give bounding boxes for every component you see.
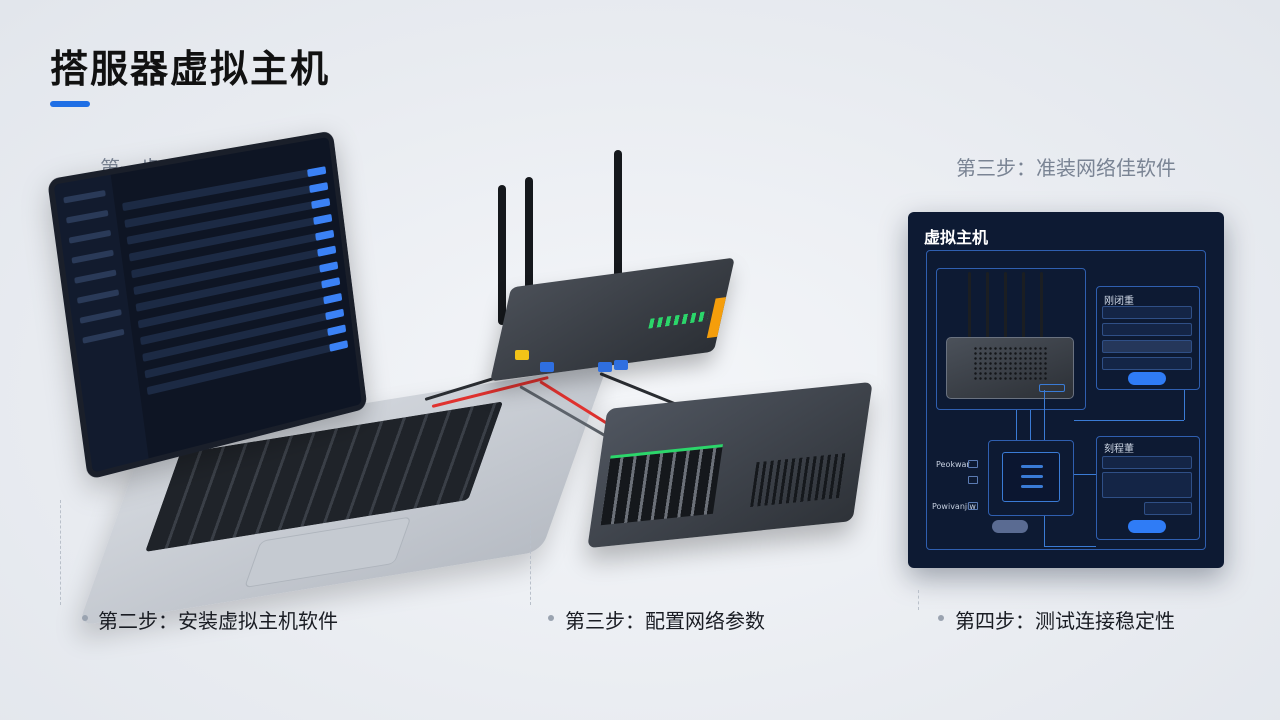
- small-port-box: [968, 476, 978, 484]
- leader-dot: [548, 615, 554, 621]
- config-field[interactable]: [1102, 340, 1192, 353]
- switch-vents: [750, 452, 849, 508]
- laptop-screen-table: [122, 166, 349, 404]
- diagram-connector: [1074, 420, 1184, 421]
- leader-line: [918, 590, 919, 610]
- diagram-connector: [1074, 474, 1096, 475]
- leader-dot: [82, 615, 88, 621]
- config-field[interactable]: [1102, 323, 1192, 336]
- blue-plug: [540, 362, 554, 372]
- diagram-router: [946, 337, 1074, 399]
- mini-antenna: [1022, 272, 1025, 338]
- config-submit-button[interactable]: [1128, 372, 1166, 385]
- router-mesh: [973, 346, 1049, 382]
- mini-antenna: [986, 272, 989, 338]
- router-antenna: [525, 177, 533, 307]
- step-2-label: 第二步：安装虚拟主机软件: [98, 609, 338, 633]
- leader-dot: [938, 615, 944, 621]
- config-box-bottom: [1096, 436, 1200, 540]
- router-antenna: [614, 150, 622, 285]
- router-tag: [1039, 384, 1065, 392]
- switch-ports: [600, 444, 723, 526]
- cable-black-2: [599, 372, 680, 407]
- diagram-connector: [1044, 546, 1096, 547]
- config-box-bottom-label: 刻程董: [1104, 444, 1134, 455]
- diagram-outer-frame: [926, 250, 1206, 550]
- mini-antenna: [1004, 272, 1007, 338]
- diagram-server-chip: [1002, 452, 1060, 502]
- config-field[interactable]: [1102, 306, 1192, 319]
- leader-line: [530, 520, 531, 605]
- small-port-box: [968, 502, 978, 510]
- title-accent-bar: [50, 101, 90, 107]
- step-3-config-label: 第三步：配置网络参数: [565, 609, 765, 633]
- config-box-top-label: 刚闭重: [1104, 296, 1134, 307]
- virtual-host-diagram-panel: 虚拟主机 刚闭重 Peokwar Powivanjiw 刻程董: [908, 212, 1224, 568]
- config-box-top: [1096, 286, 1200, 390]
- diagram-server-frame: [988, 440, 1074, 516]
- step-3-install-label: 第三步：准装网络佳软件: [956, 156, 1176, 180]
- diagram-router-frame: [936, 268, 1086, 410]
- mini-antenna: [1040, 272, 1043, 338]
- diagram-connector: [1030, 410, 1031, 440]
- step-4-label: 第四步：测试连接稳定性: [955, 609, 1175, 633]
- network-switch-illustration: [587, 381, 873, 549]
- leader-line: [60, 500, 61, 605]
- config-field[interactable]: [1144, 502, 1192, 515]
- blue-plug: [614, 360, 628, 370]
- diagram-left-label: Powivanjiw: [932, 502, 976, 511]
- config-field[interactable]: [1102, 357, 1192, 370]
- page-title: 搭服器虚拟主机: [50, 47, 331, 91]
- mini-antenna: [968, 272, 971, 338]
- config-textarea[interactable]: [1102, 472, 1192, 498]
- config-apply-button[interactable]: [1128, 520, 1166, 533]
- diagram-connector: [1184, 390, 1185, 420]
- small-port-box: [968, 460, 978, 468]
- diagram-title: 虚拟主机: [924, 228, 989, 247]
- router-antenna: [498, 185, 506, 325]
- router-status-leds: [648, 310, 709, 329]
- config-field[interactable]: [1102, 456, 1192, 469]
- diagram-left-button[interactable]: [992, 520, 1028, 533]
- blue-plug: [598, 362, 612, 372]
- diagram-connector: [1044, 516, 1045, 546]
- diagram-connector: [1016, 410, 1017, 440]
- diagram-connector: [1044, 390, 1045, 440]
- yellow-plug: [515, 350, 529, 360]
- router-orange-strip: [706, 297, 727, 339]
- diagram-left-label: Peokwar: [936, 460, 970, 469]
